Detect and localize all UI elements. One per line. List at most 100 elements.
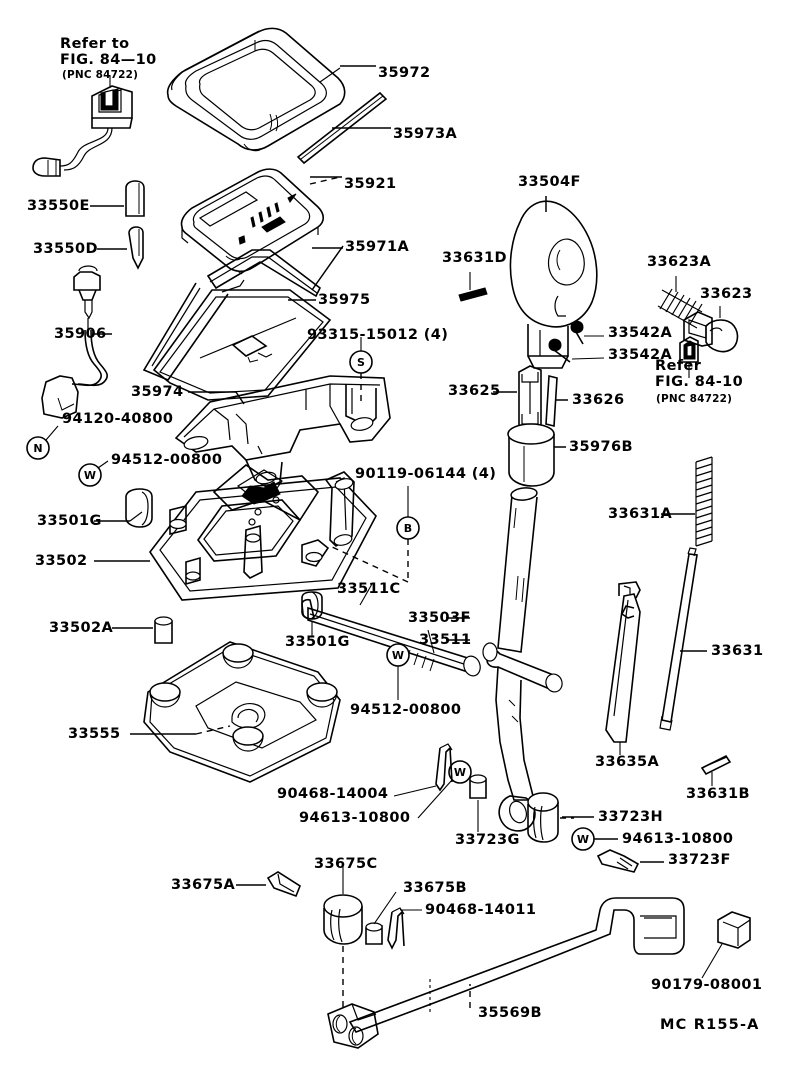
callout-33631D: 33631D <box>442 250 507 266</box>
callout-94512-00800-2: 94512-00800 <box>350 702 462 718</box>
callout-33675C: 33675C <box>314 856 378 872</box>
refer-note-top-pnc: (PNC 84722) <box>62 69 139 81</box>
callout-33502: 33502 <box>35 553 88 569</box>
svg-text:S: S <box>357 356 365 369</box>
badge-w-94613-1: W <box>417 760 472 819</box>
refer-note-right: Refer FIG. 84-10 <box>655 358 744 391</box>
callout-35569B: 35569B <box>478 1005 542 1021</box>
part-33723H-bushing <box>527 792 594 843</box>
part-33635A-plate <box>605 581 641 755</box>
part-33502-housing <box>94 463 377 601</box>
callout-35973A: 35973A <box>393 126 458 142</box>
part-33501G-bushing-upper <box>125 488 153 528</box>
callout-33555: 33555 <box>68 726 121 742</box>
callout-90179-08001: 90179-08001 <box>651 977 763 993</box>
part-33723F-pin <box>596 849 664 873</box>
part-33631-rod <box>659 547 707 731</box>
part-35973A-strip <box>296 91 391 165</box>
badge-b-90119: B <box>329 486 420 583</box>
callout-33501G-2: 33501G <box>285 634 350 650</box>
callout-33502A: 33502A <box>49 620 114 636</box>
part-90179-08001-nut <box>701 911 751 979</box>
svg-text:B: B <box>404 522 412 535</box>
callout-94613-10800-2: 94613-10800 <box>622 831 734 847</box>
part-33623A-spring <box>657 276 703 329</box>
callout-90468-14004: 90468-14004 <box>277 786 389 802</box>
part-33631D-pin <box>458 272 488 302</box>
part-33631B-pin <box>700 754 732 786</box>
callout-35974: 35974 <box>131 384 184 400</box>
badge-s-93315: S <box>349 337 373 404</box>
callout-33723H: 33723H <box>598 809 663 825</box>
callout-33675A: 33675A <box>171 877 236 893</box>
badge-w-94613-2: W <box>571 827 618 851</box>
callout-33504F: 33504F <box>518 174 581 190</box>
svg-text:W: W <box>392 649 404 662</box>
part-33675C-bushing <box>323 864 363 1012</box>
callout-90119-06144: 90119-06144 (4) <box>355 466 497 482</box>
callout-33511: 33511 <box>419 632 472 648</box>
callout-94613-10800-1: 94613-10800 <box>299 810 411 826</box>
refer-note-top: Refer to FIG. 84—10 <box>60 36 157 69</box>
callout-33550D: 33550D <box>33 241 98 257</box>
callout-33625: 33625 <box>448 383 501 399</box>
part-33542A-screws <box>548 320 605 363</box>
part-33723G-bushing <box>469 774 487 832</box>
callout-33631: 33631 <box>711 643 764 659</box>
callout-94512-00800-1: 94512-00800 <box>111 452 223 468</box>
badge-w-94512-1: W <box>78 460 109 487</box>
part-33675A-pin <box>236 871 301 898</box>
callout-33501G-1: 33501G <box>37 513 102 529</box>
part-33502A-collar <box>112 616 173 644</box>
badge-w-94512-2: W <box>386 643 410 700</box>
svg-text:W: W <box>454 766 466 779</box>
refer-note-right-pnc: (PNC 84722) <box>656 393 733 405</box>
callout-33542A-2: 33542A <box>608 347 673 363</box>
part-35975-plate <box>152 289 332 401</box>
footer-code: MC R155-A <box>660 1017 760 1033</box>
callout-33503F: 33503F <box>408 610 471 626</box>
part-35921-panel <box>180 168 342 273</box>
part-35569B-rod <box>327 897 685 1049</box>
callout-33623: 33623 <box>700 286 753 302</box>
svg-text:W: W <box>577 833 589 846</box>
part-33631A-spring <box>661 456 713 547</box>
badge-n-94120: N <box>26 425 59 460</box>
part-35971A-bracket <box>142 245 344 381</box>
part-33504F-knob <box>509 196 598 369</box>
callout-33635A: 33635A <box>595 754 660 770</box>
callout-33723F: 33723F <box>668 852 731 868</box>
callout-35921: 35921 <box>344 176 397 192</box>
part-33501G-bushing-lower <box>301 591 323 636</box>
part-33555-plate <box>130 641 341 783</box>
part-33503F-lever <box>446 487 563 832</box>
callout-35971A: 35971A <box>345 239 410 255</box>
callout-33723G: 33723G <box>455 832 520 848</box>
part-90468-14004-clip <box>393 743 453 797</box>
callout-33631B: 33631B <box>686 786 750 802</box>
refer-right-connector <box>679 336 699 378</box>
part-90468-14011-clip <box>387 907 422 950</box>
callout-93315-15012: 93315-15012 (4) <box>307 327 449 343</box>
callout-33542A-1: 33542A <box>608 325 673 341</box>
part-33626-key <box>545 374 568 428</box>
callout-33675B: 33675B <box>403 880 467 896</box>
callout-33623A: 33623A <box>647 254 712 270</box>
svg-text:N: N <box>33 442 42 455</box>
part-33511C-pin <box>301 583 481 677</box>
part-35906-connector <box>41 265 112 419</box>
part-35906-switch <box>32 75 133 177</box>
callout-33511C: 33511C <box>337 581 401 597</box>
callout-94120-40800: 94120-40800 <box>62 411 174 427</box>
svg-text:W: W <box>84 469 96 482</box>
part-35976B-retainer <box>507 423 566 487</box>
callout-35972: 35972 <box>378 65 431 81</box>
callout-33550E: 33550E <box>27 198 90 214</box>
callout-33631A: 33631A <box>608 506 673 522</box>
callout-35975: 35975 <box>318 292 371 308</box>
part-33550D-pin <box>97 226 144 270</box>
callout-35906: 35906 <box>54 326 107 342</box>
callout-35976B: 35976B <box>569 439 633 455</box>
